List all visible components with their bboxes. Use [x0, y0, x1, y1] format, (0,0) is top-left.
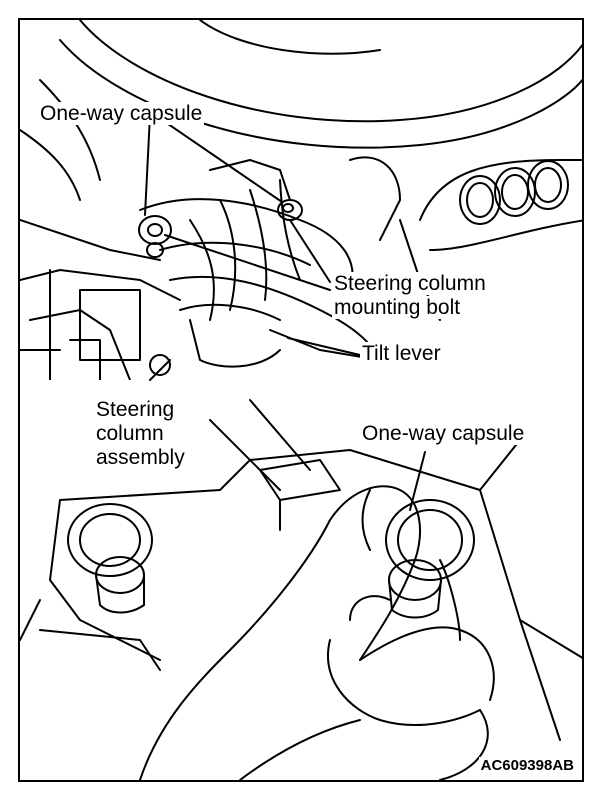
one-way-capsule-label-bottom: One-way capsule	[360, 422, 527, 445]
figure-code: AC609398AB	[478, 757, 576, 774]
tilt-lever-label: Tilt lever	[360, 342, 443, 365]
steering-column-mounting-bolt-label-line2: mounting bolt	[332, 296, 463, 319]
one-way-capsule-label-top: One-way capsule	[38, 102, 205, 125]
upper-illustration	[20, 20, 582, 380]
lower-illustration	[20, 359, 582, 780]
steering-column-assembly-label-line2: column	[94, 422, 166, 445]
steering-column-assembly-label-line1: Steering	[94, 398, 177, 421]
steering-column-assembly-label-line3: assembly	[94, 446, 187, 469]
steering-column-mounting-bolt-label-line1: Steering column	[332, 272, 488, 295]
figure-frame: One-way capsule Steering column mounting…	[18, 18, 584, 782]
